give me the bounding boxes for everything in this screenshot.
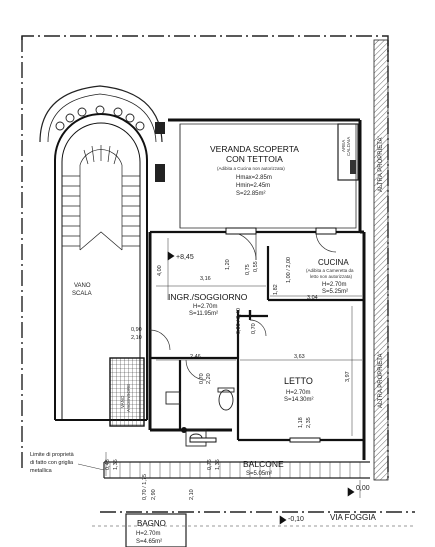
- stair-steps: [62, 145, 140, 251]
- bathroom-fixtures: [165, 387, 235, 447]
- veranda-area: S=22.85m²: [236, 191, 266, 197]
- balcone-title: BALCONE: [243, 459, 284, 469]
- veranda-title-2: CON TETTOIA: [226, 154, 283, 164]
- dim-100-200: 1,00 / 2,00: [286, 257, 292, 283]
- dim-235: 2,35: [306, 417, 312, 428]
- dim-075: 0,75: [245, 264, 251, 275]
- street-label: VIA FOGGIA: [330, 513, 376, 522]
- dim-090-240: 0,90 / 2,40: [236, 308, 242, 334]
- altra-proprieta-2: ALTRA PROPRIETA': [378, 352, 384, 408]
- dim-316: 3,16: [200, 276, 211, 282]
- dim-210: 2,10: [131, 335, 142, 341]
- dim-210b: 2,10: [189, 489, 195, 500]
- cucina-note-1: (Adibita a Cameretta da: [306, 268, 354, 273]
- dim-363: 3,63: [294, 354, 305, 360]
- veranda-pillar: [155, 164, 165, 182]
- dim-070-b: 0,70: [251, 323, 257, 334]
- dim-070-175: 0,70 / 1,75: [142, 474, 148, 500]
- dim-290: 2,90: [151, 489, 157, 500]
- dim-135-b: 1,35: [215, 459, 221, 470]
- bagno-box: [125, 513, 187, 547]
- vano-ascensore-1: VANO: [120, 395, 125, 408]
- level-minus-010: -0,10: [288, 516, 304, 523]
- level-markers: [167, 251, 355, 525]
- dim-304: 3,04: [307, 295, 318, 301]
- dim-182: 1,82: [273, 284, 279, 295]
- cucina-title: CUCINA: [318, 258, 349, 267]
- dim-118: 1,18: [298, 417, 304, 428]
- ingresso-title: INGR./SOGGIORNO: [168, 292, 248, 302]
- ingresso-area: S=11.95m²: [189, 311, 219, 317]
- dim-220: 2,20: [206, 373, 212, 384]
- dim-076: 0,76: [207, 459, 213, 470]
- vano-scala-1: VANO: [74, 283, 91, 289]
- vano-ascensore-2: ASCENSORE: [126, 383, 131, 412]
- dimension-lines: [105, 238, 362, 498]
- ingresso-height: H=2.70m: [193, 304, 218, 310]
- level-plus-845: +8,45: [176, 254, 194, 261]
- vano-scala-2: SCALA: [72, 291, 92, 297]
- limite-label-3: metallica: [30, 468, 52, 474]
- dim-120: 1,20: [225, 259, 231, 270]
- dim-055: 0,55: [253, 261, 259, 272]
- bagno-height: H=2.70m: [136, 531, 161, 537]
- curved-balcony: [39, 85, 163, 143]
- dim-397: 3,97: [345, 371, 351, 382]
- veranda-hmin: Hmin=2.45m: [236, 183, 271, 189]
- elevator-shaft: [109, 357, 145, 427]
- balcone-area: S=5.05m²: [246, 471, 273, 477]
- adjacent-property-hatch: [373, 39, 389, 481]
- bagno-area: S=4.65m²: [136, 539, 163, 545]
- letto-height: H=2.70m: [286, 390, 311, 396]
- altra-proprieta-1: ALTRA PROPRIETA': [378, 136, 384, 192]
- veranda-title-1: VERANDA SCOPERTA: [210, 144, 299, 154]
- dim-070-a: 0,70: [199, 373, 205, 384]
- limite-label-2: di fatto con griglia: [30, 460, 74, 466]
- caldaia-label-2: CALDAIA: [346, 136, 351, 156]
- cucina-area: S=5.25m²: [322, 289, 349, 295]
- windows: [189, 227, 337, 443]
- dim-090: 0,90: [131, 327, 142, 333]
- cucina-note-2: letto non autorizzata): [310, 274, 353, 279]
- letto-area: S=14.30m²: [284, 397, 314, 403]
- area-caldaia-box: [337, 123, 359, 181]
- letto-title: LETTO: [284, 376, 313, 386]
- dim-246: 2,46: [190, 354, 201, 360]
- bagno-title: BAGNO: [137, 519, 166, 528]
- dim-400: 4,00: [157, 265, 163, 276]
- cucina-height: H=2.70m: [322, 282, 347, 288]
- veranda-hmax: Hmax=2.85m: [236, 175, 272, 181]
- limite-leader: [77, 463, 105, 471]
- limite-label-1: Limite di proprietà: [30, 452, 74, 458]
- level-zero: 0,00: [356, 485, 370, 492]
- veranda-note: (Adibita a Cucina non autorizzata): [217, 166, 285, 171]
